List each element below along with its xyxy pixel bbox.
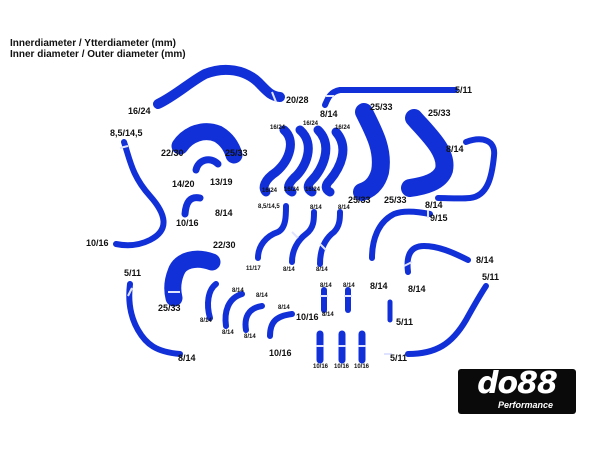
hose-mid-3 — [317, 209, 343, 267]
label-small-8-14-12: 8/14 — [244, 334, 256, 340]
hose-16-24-b — [284, 125, 313, 197]
hose-small-b — [222, 291, 245, 329]
label-13-19: 13/19 — [210, 177, 233, 187]
label-14-20: 14/20 — [172, 179, 195, 189]
label-9-15: 9/15 — [430, 213, 448, 223]
label-small-16-24-3: 16/24 — [335, 125, 351, 131]
label-5-11-right: 5/11 — [482, 272, 500, 282]
label-5-11-mid: 5/11 — [396, 317, 414, 327]
hose-16-24-a — [259, 125, 295, 197]
label-small-8-14-3: 8/14 — [283, 267, 295, 273]
label-small-11-17: 11/17 — [246, 266, 261, 272]
logo-tagline: Performance — [498, 400, 554, 410]
label-8-14-e: 8/14 — [408, 284, 426, 294]
label-25-33-e: 25/33 — [384, 195, 407, 205]
hose-left-bottom — [126, 281, 183, 357]
label-5-11-left: 5/11 — [124, 268, 142, 278]
hose-5-11-bottom — [405, 283, 489, 357]
label-small-16-24-2: 16/24 — [303, 121, 319, 127]
hose-elbow-22-30 — [171, 123, 243, 164]
label-small-16-24-5: 16/24 — [284, 187, 300, 193]
hose-left-long — [113, 139, 167, 249]
label-small-16-24-4: 16/24 — [262, 188, 278, 194]
hose-small-c — [242, 303, 265, 333]
label-22-30-a: 22/30 — [161, 148, 184, 158]
hose-top-long — [153, 64, 285, 109]
header-line-swedish: Innerdiameter / Ytterdiameter (mm) — [10, 38, 176, 49]
hose-small-10-16 — [181, 194, 204, 218]
label-22-30-b: 22/30 — [213, 240, 236, 250]
label-16-24-top: 16/24 — [128, 106, 151, 116]
label-small-8-14-10: 8/14 — [200, 318, 212, 324]
label-25-33-f: 25/33 — [158, 303, 181, 313]
label-8-14-right: 8/14 — [446, 144, 464, 154]
label-small-10-16-1: 10/16 — [313, 364, 329, 370]
label-small-16-24-1: 16/24 — [270, 125, 286, 131]
hose-small-d — [267, 311, 295, 339]
label-8-14-f: 8/14 — [476, 255, 494, 265]
logo-wordmark: do88 — [477, 366, 558, 401]
label-small-16-24-6: 16/24 — [305, 187, 321, 193]
label-small-10-16-3: 10/16 — [354, 364, 370, 370]
hose-u-14-20 — [192, 156, 222, 174]
label-small-8-5-14-5: 8,5/14,5 — [258, 204, 280, 210]
do88-logo: do88 Performance — [458, 366, 576, 414]
label-small-8-14-6: 8/14 — [343, 283, 355, 289]
label-25-33-b: 25/33 — [428, 108, 451, 118]
hose-right-loop — [435, 136, 498, 202]
header-line-english: Inner diameter / Outer diameter (mm) — [10, 49, 186, 60]
label-8-14-c: 8/14 — [425, 200, 443, 210]
label-8-5-14-5: 8,5/14,5 — [110, 128, 143, 138]
label-8-14-d: 8/14 — [370, 281, 388, 291]
label-small-8-14-9: 8/14 — [278, 305, 290, 311]
label-8-14-b: 8/14 — [215, 208, 233, 218]
label-10-16-a: 10/16 — [176, 218, 199, 228]
label-10-16-c: 10/16 — [269, 348, 292, 358]
label-small-8-14-7: 8/14 — [232, 288, 244, 294]
label-small-8-14-4: 8/14 — [316, 267, 328, 273]
hose-25-33-right — [401, 109, 454, 197]
label-25-33-d: 25/33 — [348, 195, 371, 205]
label-small-8-14-13: 8/14 — [322, 312, 334, 318]
hose-16-24-c — [303, 125, 331, 197]
hose-right-mid — [369, 208, 433, 261]
label-small-8-14-5: 8/14 — [320, 283, 332, 289]
label-10-16-left: 10/16 — [86, 238, 109, 248]
label-8-14-bottom-left: 8/14 — [178, 353, 196, 363]
label-8-14-top: 8/14 — [320, 109, 338, 119]
label-5-11-top: 5/11 — [455, 85, 473, 95]
label-20-28: 20/28 — [286, 95, 309, 105]
hose-elbow-22-30-b — [164, 250, 221, 307]
label-5-11-bottom: 5/11 — [390, 353, 408, 363]
label-small-10-16-2: 10/16 — [334, 364, 350, 370]
label-small-8-14-11: 8/14 — [222, 330, 234, 336]
hose-small-a — [205, 281, 219, 321]
label-10-16-b: 10/16 — [296, 312, 319, 322]
hose-25-33-left — [353, 103, 390, 201]
label-25-33-c: 25/33 — [225, 148, 248, 158]
hose-mid-1 — [255, 203, 289, 261]
hose-top-right-thin — [322, 87, 458, 108]
hose-bands — [119, 91, 429, 355]
label-25-33-a: 25/33 — [370, 102, 393, 112]
hose-16-24-d — [321, 127, 348, 197]
label-small-8-14-1: 8/14 — [310, 205, 322, 211]
label-small-8-14-8: 8/14 — [256, 293, 268, 299]
hose-mid-2 — [289, 209, 317, 265]
label-small-8-14-2: 8/14 — [338, 205, 350, 211]
hose-right-9-15 — [404, 243, 471, 275]
